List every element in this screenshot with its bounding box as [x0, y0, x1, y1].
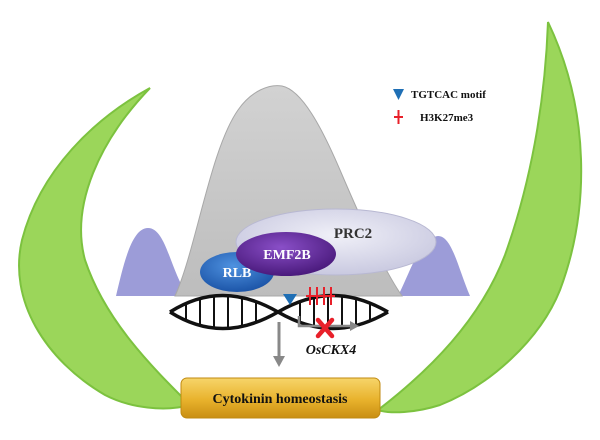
h3k27me3-mark	[320, 287, 328, 305]
left-side-peak	[116, 228, 188, 296]
tgtcac-motif-marker	[283, 294, 297, 305]
legend-motif-label: TGTCAC motif	[411, 89, 486, 101]
h3k27me3-mark	[313, 287, 321, 305]
cytokinin-homeostasis-box	[180, 377, 381, 419]
transcription-arrow	[297, 316, 359, 331]
legend-mark-icon	[394, 110, 403, 124]
h3k27me3-marks	[306, 287, 335, 305]
gene-label: OsCKX4	[306, 343, 357, 358]
legend: TGTCAC motif H3K27me3	[393, 89, 486, 124]
emf2b-label: EMF2B	[263, 248, 310, 263]
h3k27me3-mark	[306, 287, 314, 305]
legend-mark-label: H3K27me3	[420, 112, 474, 124]
repression-cross-icon	[315, 317, 335, 339]
emf2b-protein	[236, 232, 336, 276]
down-arrow	[273, 322, 285, 367]
h3k27me3-mark	[327, 287, 335, 305]
legend-motif-icon	[393, 89, 404, 100]
left-leaf-shape	[18, 87, 192, 410]
prc2-label: PRC2	[334, 226, 372, 242]
right-side-peak	[398, 236, 470, 296]
rlb-label: RLB	[223, 266, 252, 281]
right-leaf-shape	[375, 21, 583, 414]
outcome-label: Cytokinin homeostasis	[213, 392, 349, 407]
dna-base-pairs	[185, 296, 371, 328]
